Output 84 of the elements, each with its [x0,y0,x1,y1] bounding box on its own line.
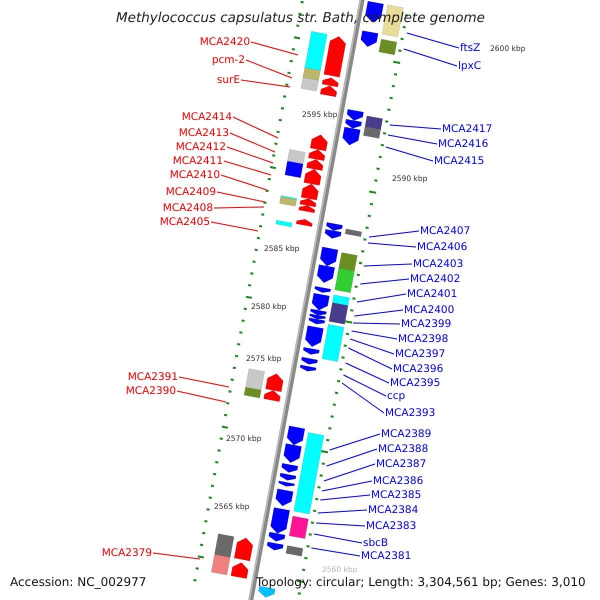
leader-line [387,134,438,144]
leader-line [368,230,420,238]
leader-line [354,310,404,316]
leader-line [310,548,360,556]
gene-label: MCA2412 [176,141,226,153]
gene-label: MCA2383 [366,520,416,532]
leader-line [352,322,400,324]
leader-line [356,294,406,302]
gene-label: MCA2402 [410,273,460,285]
gene-label: MCA2389 [381,428,432,440]
leader-line [320,494,370,500]
leader-line [317,510,368,514]
leader-line [389,124,442,130]
leader-line [224,160,272,176]
gene-label: MCA2385 [371,489,422,501]
leader-line [226,146,274,164]
gene-label: MCA2405 [160,216,210,228]
gene-label: MCA2379 [102,547,152,559]
leader-line [326,448,378,466]
leader-line [314,534,362,544]
gene-label: MCA2397 [395,348,446,360]
gene-label: MCA2393 [385,407,436,419]
gene-label: MCA2401 [407,288,458,300]
leader-line [323,464,376,482]
gene-label: MCA2387 [376,458,426,470]
gene-label: MCA2399 [401,318,452,330]
gene-label: MCA2398 [398,333,448,345]
leader-line [210,222,258,232]
leader-line [232,116,278,138]
gene-label: MCA2381 [361,550,412,562]
leader-line [345,362,390,384]
gene-label: MCA2409 [166,186,216,198]
gene-label: MCA2390 [126,385,176,397]
gene-label: MCA2395 [390,377,440,389]
gene-label: MCA2413 [178,127,229,139]
leader-line [316,522,366,526]
gene-label: MCA2406 [417,241,468,253]
leader-line [385,146,434,162]
leader-line [367,242,416,248]
leader-line [343,374,386,396]
leader-line [329,434,380,450]
leader-line [350,338,394,354]
gene-label: ccp [387,390,406,402]
gene-label: MCA2396 [393,363,444,375]
leader-line [406,32,460,48]
leader-line [152,552,200,560]
gene-label: surE [216,74,240,86]
leader-line [230,132,276,152]
gene-label: MCA2420 [200,36,250,48]
gene-label: MCA2415 [434,155,484,167]
gene-label: MCA2403 [413,258,464,270]
gene-label: MCA2414 [182,111,232,123]
leader-line [351,330,398,340]
leader-line [322,480,372,492]
leader-line [348,348,392,370]
leader-line [240,80,290,88]
gene-label: MCA2410 [170,169,220,181]
gene-label: MCA2391 [128,371,178,383]
gene-label: MCA2388 [378,443,428,455]
leader-line [176,390,226,402]
leader-line [250,42,298,56]
leader-line [220,174,268,190]
gene-label: MCA2417 [442,123,492,135]
leader-line [360,278,410,284]
gene-label: MCA2408 [162,202,213,214]
leader-line [403,48,458,66]
leader-line [246,60,292,78]
gene-label: MCA2416 [438,138,488,150]
gene-label: lpxC [458,60,482,72]
gene-label: pcm-2 [212,54,245,66]
gene-label: ftsZ [460,42,480,54]
gene-label: MCA2384 [368,504,418,516]
gene-label: MCA2407 [420,225,470,237]
leader-line [216,192,266,202]
accession-text: Accession: NC_002977 [10,575,146,589]
summary-text: Topology: circular; Length: 3,304,561 bp; Genes: 3,010 [256,575,586,589]
leader-line [363,264,412,266]
gene-label: sbcB [363,537,388,549]
gene-label: MCA2411 [172,155,223,167]
gene-label: MCA2386 [373,475,424,487]
gene-label: MCA2400 [404,304,454,316]
leader-line [214,206,264,208]
leader-line [342,382,384,414]
leader-line [178,376,230,388]
